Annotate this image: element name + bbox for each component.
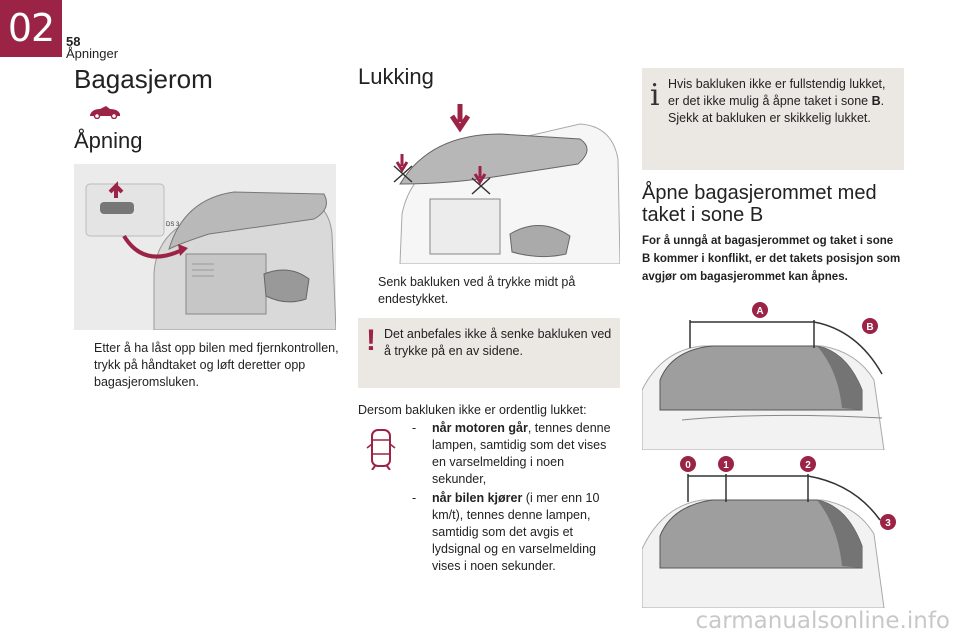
left-bullet: Etter å ha låst opp bilen med fjernkontr… xyxy=(74,340,342,391)
list-item: - når motoren går, tennes denne lampen, … xyxy=(412,420,620,488)
section-heading-zone-b: Åpne bagasjerommet med taket i sone B xyxy=(642,182,877,226)
list-item-text: , tennes denne lampen, samtidig som det … xyxy=(432,421,611,486)
info-icon: i xyxy=(650,78,660,113)
page-title: Bagasjerom xyxy=(74,64,213,94)
image-1-label: DS 3 xyxy=(166,222,180,228)
list-item-text: (i mer enn 10 km/t), tennes denne lampen… xyxy=(432,491,600,573)
zone-badge-a: A xyxy=(756,306,763,317)
section-label: Åpninger xyxy=(66,46,119,61)
list-dash: - xyxy=(412,421,417,435)
warning-text: Det anbefales ikke å senke bakluken ved … xyxy=(384,327,612,358)
position-badge-1: 1 xyxy=(723,460,729,471)
roof-zones-top-illustration: A B xyxy=(642,302,885,450)
trunk-opening-illustration: DS 3 xyxy=(74,164,336,330)
illustration-trunk-closing xyxy=(380,104,620,264)
warning-icon: ! xyxy=(366,324,376,357)
section-heading-closing: Lukking xyxy=(358,64,434,89)
info-text: Hvis bakluken ikke er fullstendig lukket… xyxy=(668,76,898,127)
trunk-closing-illustration xyxy=(393,104,620,264)
zone-b-paragraph: For å unngå at bagasjerommet og taket i … xyxy=(642,235,901,283)
list-item: - når bilen kjører (i mer enn 10 km/t), … xyxy=(412,490,620,575)
illustration-roof-positions: 0 1 2 3 xyxy=(642,454,904,608)
left-bullet-text: Etter å ha låst opp bilen med fjernkontr… xyxy=(94,341,339,389)
position-badge-2: 2 xyxy=(805,460,811,471)
condition-list: - når motoren går, tennes denne lampen, … xyxy=(412,420,620,575)
list-item-bold: når bilen kjører xyxy=(432,491,523,505)
middle-bullet: Senk bakluken ved å trykke midt på endes… xyxy=(358,274,618,308)
list-dash: - xyxy=(412,491,417,505)
car-door-open-warning-icon xyxy=(366,429,396,470)
list-item-bold: når motoren går xyxy=(432,421,528,435)
section-heading-opening: Åpning xyxy=(74,128,143,153)
info-text-bold: B xyxy=(871,94,881,108)
roof-positions-illustration: 0 1 2 3 xyxy=(642,456,896,608)
info-text-part-1: Hvis bakluken ikke er fullstendig lukket… xyxy=(668,77,886,108)
chapter-tab: 02 xyxy=(0,0,62,57)
warning-panel: ! Det anbefales ikke å senke bakluken ve… xyxy=(358,318,620,388)
info-panel: i Hvis bakluken ikke er fullstendig lukk… xyxy=(642,68,904,170)
car-convertible-icon xyxy=(90,106,120,119)
page-number: 58 xyxy=(66,34,81,49)
middle-bullet-text: Senk bakluken ved å trykke midt på endes… xyxy=(378,275,576,306)
position-badge-0: 0 xyxy=(685,460,691,471)
illustration-roof-zones-top: A B xyxy=(642,300,904,450)
position-badge-3: 3 xyxy=(885,518,891,529)
middle-intro: Dersom bakluken ikke er ordentlig lukket… xyxy=(358,403,587,417)
watermark: carmanualsonline.info xyxy=(695,608,950,634)
zone-badge-b: B xyxy=(866,322,873,333)
info-text-part-2: . Sjekk at bakluken er skikkelig lukket. xyxy=(668,94,885,125)
illustration-trunk-opening: DS 3 xyxy=(74,164,336,330)
